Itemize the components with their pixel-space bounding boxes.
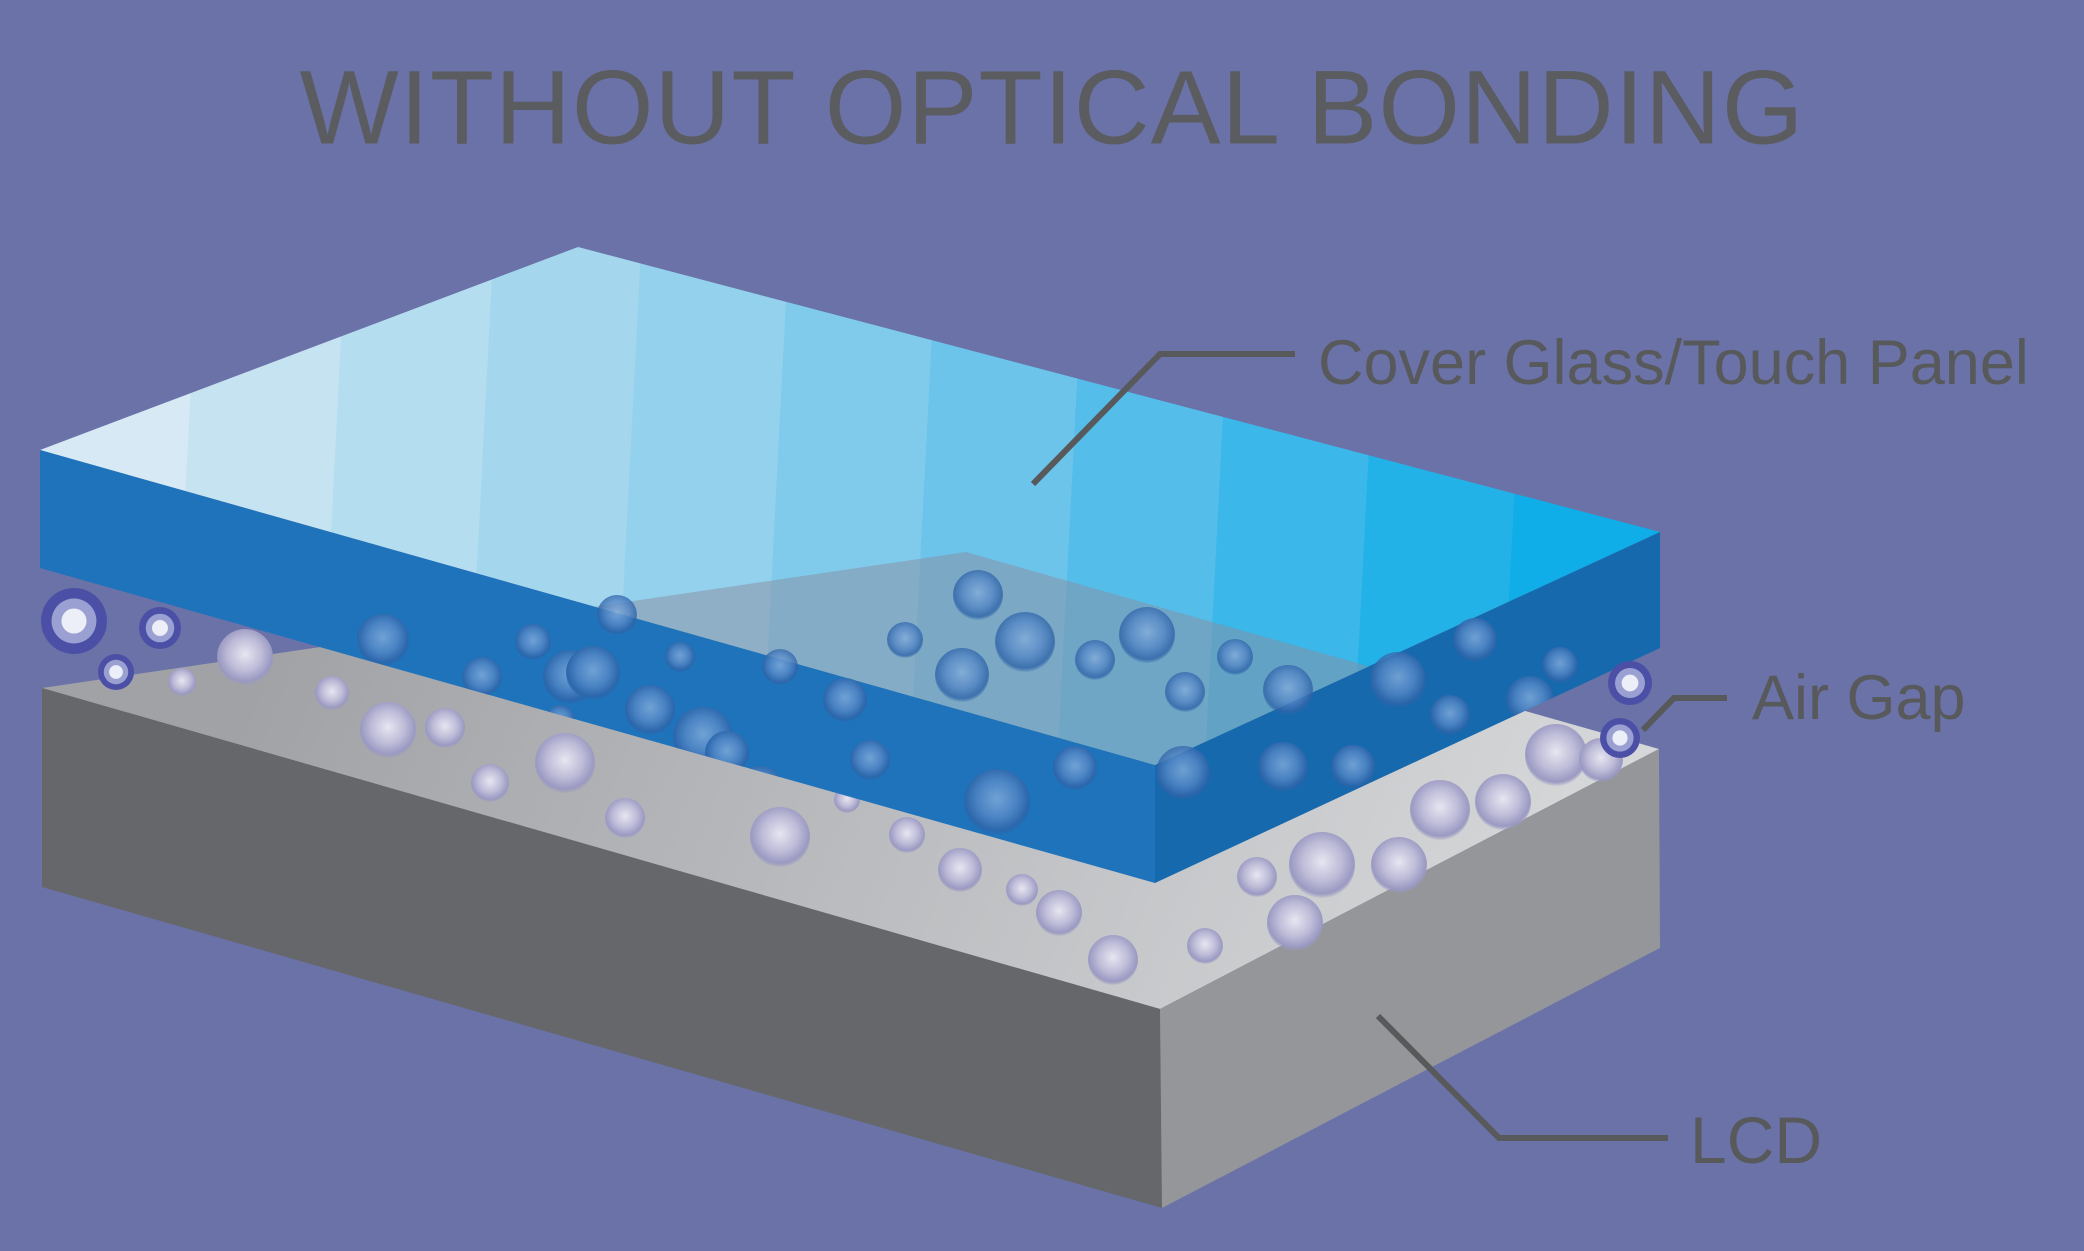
bubble	[1267, 895, 1323, 951]
lcd-leader-line	[1375, 1013, 1668, 1141]
bubble	[665, 642, 695, 672]
lcd-left-face	[42, 688, 1162, 1208]
bubble	[1289, 832, 1355, 898]
bubble	[953, 570, 1003, 620]
bubble	[1075, 640, 1115, 680]
bubble	[1036, 890, 1082, 936]
bubble	[889, 817, 925, 853]
bubble	[1187, 928, 1223, 964]
bubble	[1006, 874, 1038, 906]
leader-lines	[1030, 351, 1727, 1141]
bubble	[217, 629, 273, 685]
lcd-label: LCD	[1690, 1103, 1822, 1177]
bubble	[462, 657, 502, 697]
bubble	[1237, 857, 1277, 897]
bubble	[935, 648, 989, 702]
bubble	[168, 668, 196, 696]
bubble	[1088, 935, 1138, 985]
bubble	[850, 740, 890, 780]
ringed-bubble	[98, 654, 134, 690]
bubble	[1331, 745, 1375, 789]
bubble	[357, 614, 409, 666]
bubble	[597, 595, 637, 635]
bubble	[750, 807, 810, 867]
ringed-bubbles	[41, 588, 1652, 758]
bubble	[1371, 837, 1427, 893]
cover-glass-right-face	[1155, 532, 1660, 883]
air-gap-label: Air Gap	[1752, 663, 1966, 733]
bubble	[1053, 746, 1097, 790]
air-gap-bubbles	[168, 629, 1623, 985]
bubble	[995, 612, 1055, 672]
bubble	[1475, 774, 1531, 830]
bubble	[1258, 742, 1308, 792]
bubble	[515, 624, 551, 660]
bubble	[425, 708, 465, 748]
bubble	[823, 678, 867, 722]
ringed-bubble	[1608, 661, 1652, 705]
cover-glass-leader-line	[1030, 351, 1295, 487]
bubble	[938, 848, 982, 892]
bubble	[1453, 618, 1497, 662]
bubble	[566, 646, 620, 700]
bubble	[1525, 724, 1587, 786]
bubble	[625, 685, 675, 735]
ringed-bubble	[41, 588, 107, 654]
air-gap-leader-line	[1640, 695, 1727, 733]
bubble	[1410, 780, 1470, 840]
bubble	[1217, 639, 1253, 675]
bubble	[1263, 665, 1313, 715]
bubble	[887, 622, 923, 658]
bubble	[1430, 695, 1470, 735]
lcd-right-face	[1160, 749, 1660, 1208]
bubble	[1165, 672, 1205, 712]
bubble	[535, 733, 595, 793]
diagram-title: WITHOUT OPTICAL BONDING	[300, 50, 1805, 167]
ringed-bubble	[139, 607, 181, 649]
bubble	[964, 769, 1030, 835]
bubble	[1119, 607, 1175, 663]
bubble	[1370, 652, 1426, 708]
bubble	[605, 798, 645, 838]
cover-glass-label: Cover Glass/Touch Panel	[1318, 328, 2029, 398]
bubble	[1156, 746, 1210, 800]
bubble	[762, 649, 798, 685]
bubble	[360, 702, 416, 758]
bubble	[315, 676, 349, 710]
bubble	[1542, 647, 1578, 683]
ringed-bubble	[1600, 718, 1640, 758]
bubble	[471, 764, 509, 802]
